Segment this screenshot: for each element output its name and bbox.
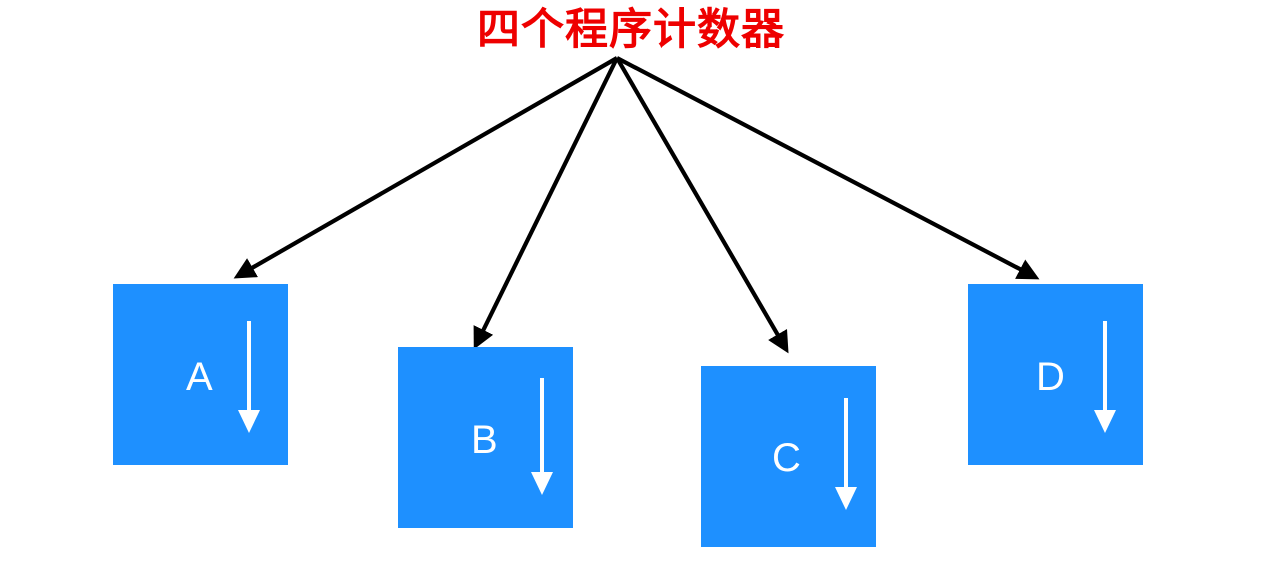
pc-pointer-arrow-b: [531, 378, 553, 495]
connector-to-b: [473, 57, 619, 350]
node-label-b: B: [471, 418, 498, 462]
pc-pointer-arrow-d: [1094, 321, 1116, 433]
connector-to-a: [233, 56, 619, 279]
node-label-c: C: [772, 436, 801, 480]
page-title: 四个程序计数器: [477, 5, 785, 55]
node-box-a[interactable]: [113, 284, 288, 465]
node-label-a: A: [186, 355, 213, 399]
pc-pointer-arrow-c: [835, 398, 857, 510]
node-label-d: D: [1036, 355, 1065, 399]
connector-to-d: [616, 56, 1040, 280]
connector-to-c: [615, 56, 789, 354]
pc-pointer-arrow-a: [238, 321, 260, 433]
node-box-d[interactable]: [968, 284, 1143, 465]
